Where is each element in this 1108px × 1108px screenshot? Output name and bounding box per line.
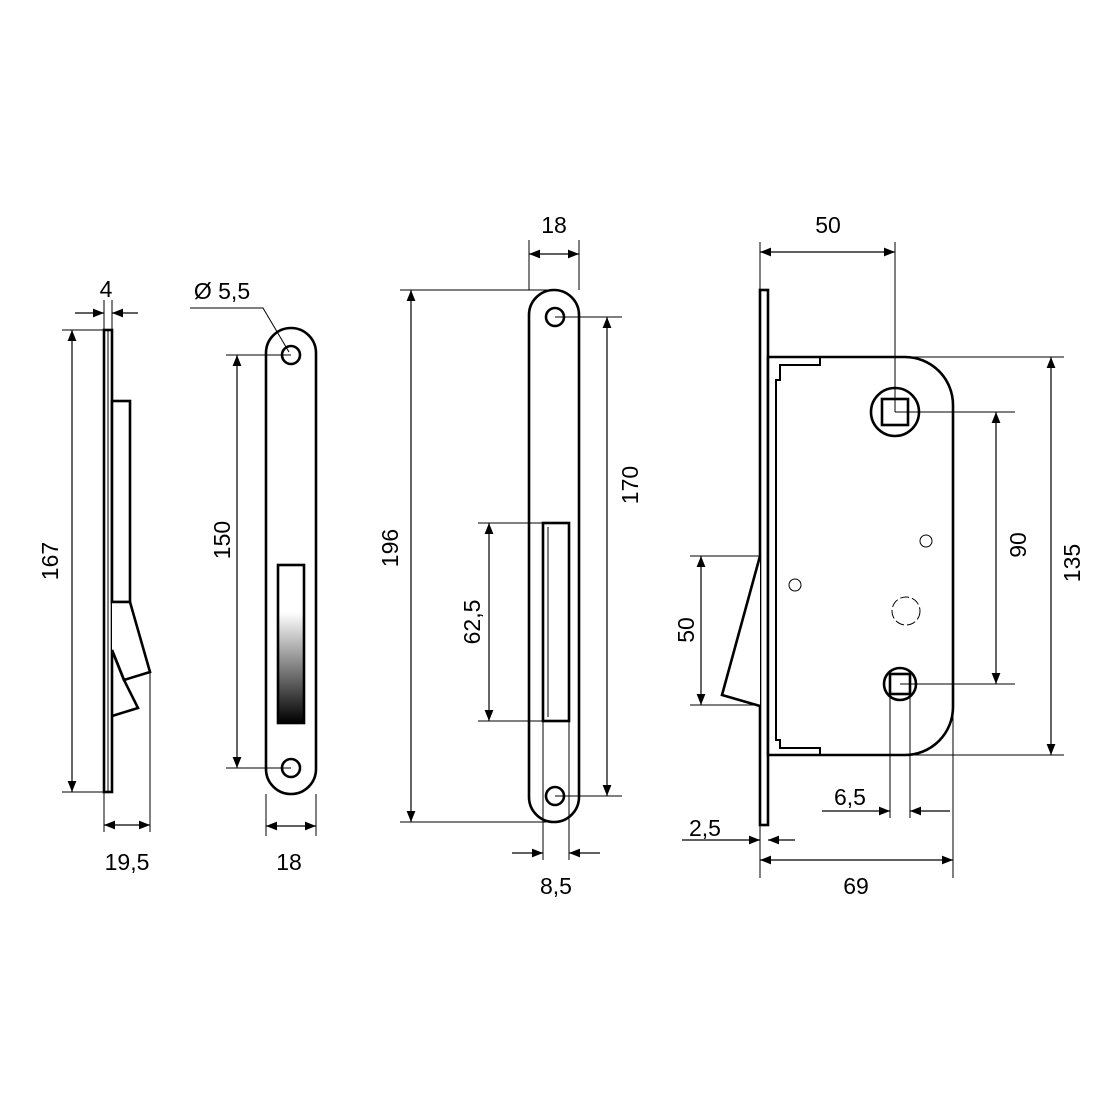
dimension-8-5: 8,5: [540, 873, 572, 899]
dimension-135: 135: [1059, 544, 1085, 582]
mounting-hole: [919, 534, 933, 548]
dimension-170: 170: [617, 466, 643, 504]
dimension-150: 150: [209, 521, 235, 559]
dimension-196: 196: [377, 529, 403, 567]
dimension-hole-diameter: Ø 5,5: [194, 278, 250, 304]
strike-opening: [541, 521, 571, 723]
side-view: 167 4 19,5: [37, 276, 152, 875]
lock-body-view: 50 90 135 50 6,5 2,5 69: [673, 212, 1085, 899]
dimension-4: 4: [100, 276, 113, 302]
dimension-62-5: 62,5: [459, 600, 485, 645]
dimension-2-5: 2,5: [689, 815, 721, 841]
face-plate-view: 150 Ø 5,5 18: [190, 278, 318, 875]
knockout-hole: [891, 596, 921, 626]
dimension-6-5: 6,5: [834, 784, 866, 810]
dimension-69: 69: [843, 873, 869, 899]
mounting-hole: [788, 578, 802, 592]
dimension-18: 18: [276, 849, 302, 875]
strike-plate-view: 18 196 170 62,5 8,5: [377, 212, 643, 899]
dimension-167: 167: [37, 542, 63, 580]
latch-bolt: [720, 555, 762, 708]
dimension-50-backset: 50: [815, 212, 841, 238]
dimension-19-5: 19,5: [105, 849, 150, 875]
lock-body-side: [110, 399, 132, 604]
dimension-50-latch: 50: [673, 617, 699, 643]
dimension-18: 18: [541, 212, 567, 238]
latch-bolt-side: [110, 600, 152, 682]
dimension-90: 90: [1005, 532, 1031, 558]
latch-opening: [276, 563, 306, 725]
lock-case: [766, 355, 955, 757]
